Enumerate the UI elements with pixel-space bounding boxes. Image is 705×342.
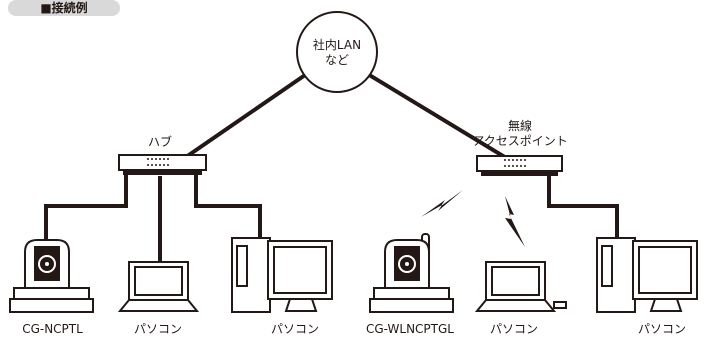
- laptop-device-1: [117, 261, 200, 312]
- device-label-laptop-1: パソコン: [133, 322, 182, 336]
- cable-ap-to-pc3: [547, 171, 619, 238]
- heading-badge: ■接続例: [8, 0, 120, 16]
- network-cloud-label-line1: 社内LAN: [312, 38, 362, 52]
- cable-hub-to-camera: [44, 171, 128, 244]
- desktop-device-2: [596, 237, 698, 313]
- device-label-laptop-2: パソコン: [489, 322, 538, 336]
- device-label-desktop-2: パソコン: [637, 322, 686, 336]
- cable-lan-to-hub: [184, 71, 310, 159]
- wireless-bolt-camera: [421, 190, 463, 217]
- cable-lan-to-ap: [364, 71, 510, 161]
- network-cloud-circle: [296, 11, 378, 93]
- access-point-device: [476, 155, 563, 176]
- access-point-label-line1: 無線: [507, 119, 532, 133]
- camera-device-1: [9, 239, 94, 313]
- camera-device-2: [369, 233, 454, 313]
- device-label-camera-1: CG-NCPTL: [22, 322, 83, 336]
- access-point-label-line2: アクセスポイント: [472, 134, 568, 148]
- hub-device: [118, 154, 207, 175]
- laptop-device-2: [474, 261, 567, 312]
- desktop-device-1: [231, 237, 333, 313]
- network-cloud-label-line2: など: [324, 53, 349, 67]
- device-label-camera-2: CG-WLNCPTGL: [366, 322, 454, 336]
- wireless-bolt-laptop: [505, 196, 525, 247]
- cable-hub-to-pc2: [194, 171, 262, 238]
- device-label-desktop-1: パソコン: [270, 322, 319, 336]
- wireless-signal-icons: [421, 190, 525, 247]
- hub-label: ハブ: [147, 135, 172, 149]
